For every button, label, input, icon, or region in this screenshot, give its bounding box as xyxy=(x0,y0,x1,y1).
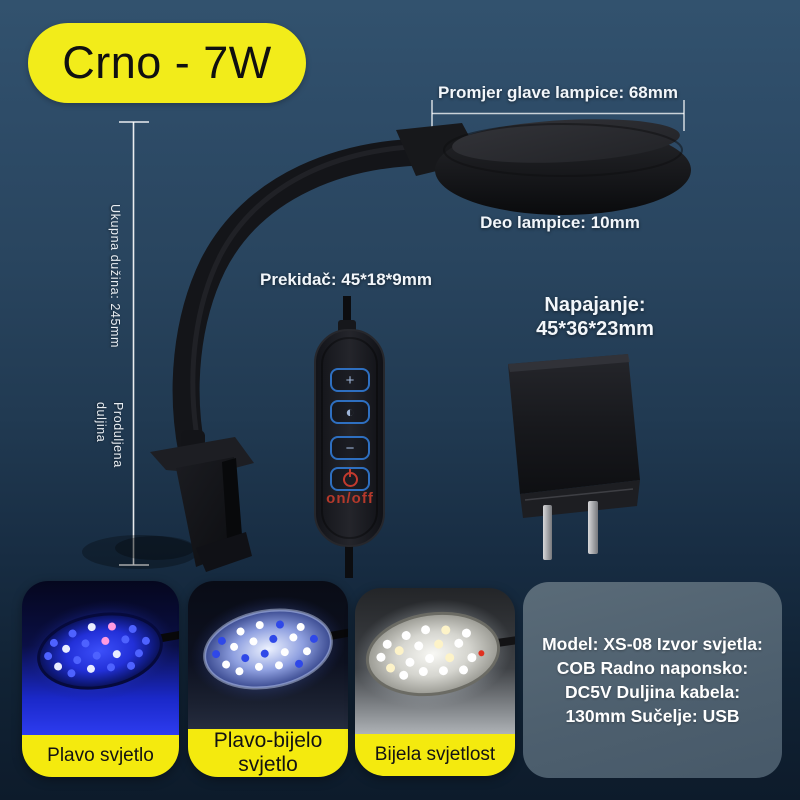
switch-onoff-label: on/off xyxy=(326,490,374,507)
card-label: Bijela svjetlost xyxy=(355,734,515,776)
adapter-prongs xyxy=(543,501,598,560)
power-icon xyxy=(342,468,358,487)
clamp-shadow xyxy=(82,535,198,569)
spec-panel-text: Model: XS-08 Izvor svjetla: COB Radno na… xyxy=(542,633,763,727)
blue-light-photo xyxy=(22,581,179,735)
led-face-blue-white xyxy=(190,596,348,702)
switch-size-label: Prekidač: 45*18*9mm xyxy=(259,270,432,289)
switch-power-button xyxy=(330,467,370,491)
switch-brightness-up-button: + xyxy=(330,368,370,392)
blue-white-light-photo xyxy=(188,581,348,729)
adapter-size-title: Napajanje: xyxy=(544,294,646,316)
head-depth-label: Deo lampice: 10mm xyxy=(480,213,640,232)
switch-brightness-down-button: − xyxy=(330,436,370,460)
card-label: Plavo-bijelo svjetlo xyxy=(188,729,348,777)
led-face-blue xyxy=(24,600,179,702)
switch-light-mode-button: ◐ xyxy=(330,400,370,424)
total-length-label: Ukupna dužina: 245mm xyxy=(108,204,122,349)
adapter-size-label: Napajanje: 45*36*23mm xyxy=(500,293,690,342)
product-color-badge: Crno - 7W xyxy=(28,23,306,103)
light-mode-icon: ◐ xyxy=(345,403,355,421)
light-mode-card-blue: Plavo svjetlo xyxy=(22,581,179,777)
minus-icon: − xyxy=(345,439,355,457)
gooseneck-arm xyxy=(172,138,464,466)
led-face-white xyxy=(355,599,515,709)
light-mode-card-blue-white: Plavo-bijelo svjetlo xyxy=(188,581,348,777)
white-light-photo xyxy=(355,588,515,734)
spec-panel: Model: XS-08 Izvor svjetla: COB Radno na… xyxy=(523,582,782,778)
plus-icon: + xyxy=(345,371,355,389)
card-label: Plavo svjetlo xyxy=(22,735,179,777)
indicator-led xyxy=(478,650,485,657)
light-mode-card-white: Bijela svjetlost xyxy=(355,588,515,776)
head-diameter-label: Promjer glave lampice: 68mm xyxy=(437,83,678,102)
head-diameter-measure-line xyxy=(431,100,685,131)
power-adapter xyxy=(508,354,640,560)
lamp-head xyxy=(396,119,691,215)
total-length-measure-line xyxy=(119,121,149,566)
adapter-size-value: 45*36*23mm xyxy=(536,318,654,341)
tank-clamp xyxy=(150,430,254,572)
extended-length-label: Produljena duljina xyxy=(94,402,125,468)
